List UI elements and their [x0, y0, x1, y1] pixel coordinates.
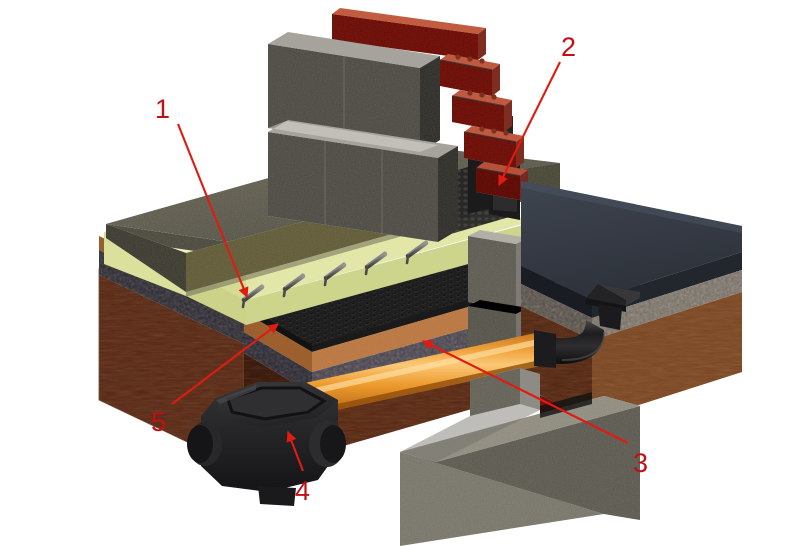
callout-arrow-4 — [286, 431, 304, 472]
callout-label-1: 1 — [155, 94, 171, 124]
foundation-shadow-gap — [540, 392, 592, 418]
drain-gully — [586, 284, 640, 330]
callout-label-4: 4 — [295, 476, 311, 506]
inner-leaf-blockwork-upper — [268, 32, 458, 242]
callout-label-2: 2 — [561, 32, 577, 62]
strip-foundation — [400, 368, 640, 546]
callout-label-3: 3 — [633, 448, 649, 478]
callout-arrow-5 — [171, 323, 279, 405]
callout-arrow-3 — [422, 340, 629, 444]
inspection-chamber — [187, 382, 346, 506]
outer-leaf-brickwork — [332, 8, 528, 200]
callout-label-5: 5 — [151, 407, 167, 437]
callout-arrow-1 — [177, 123, 249, 298]
drain-bend-pipe — [540, 320, 606, 364]
callout-arrow-2 — [498, 61, 561, 186]
